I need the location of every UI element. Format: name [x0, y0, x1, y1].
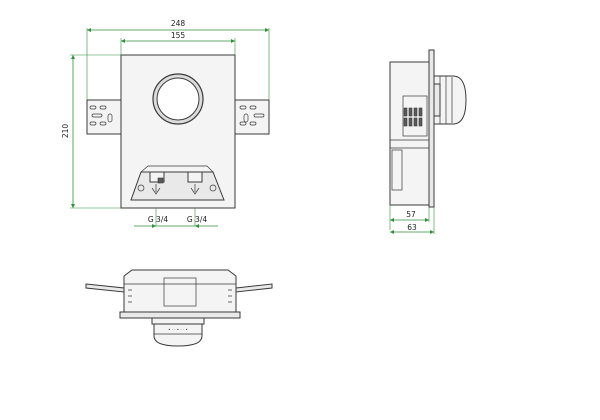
depth-inner-label: 57: [406, 210, 416, 219]
inner-width-label: 155: [171, 31, 186, 40]
top-view: • · · • · · •: [85, 269, 273, 347]
valve-block: [130, 165, 225, 201]
round-opening: [152, 73, 204, 125]
dimension-overall-width: 248: [86, 19, 270, 100]
depth-outer-label: 63: [407, 223, 417, 232]
dimension-depth-inner: 57: [389, 205, 430, 230]
height-label: 210: [61, 124, 70, 139]
top-left-bracket: [85, 283, 125, 293]
right-mounting-bracket: [234, 99, 270, 135]
dimension-threads: G 3/4 G 3/4: [134, 208, 218, 228]
dimension-height: 210: [61, 54, 121, 209]
side-housing: [389, 61, 430, 206]
top-right-bracket: [235, 283, 273, 293]
top-flange: [119, 311, 241, 319]
side-knob: [433, 75, 467, 125]
dimension-inner-width: 155: [120, 31, 236, 55]
side-view: 57 63: [389, 49, 467, 234]
svg-text:• · · • · · •: • · · • · · •: [168, 327, 188, 332]
thread-left-label: G 3/4: [148, 215, 168, 224]
overall-width-label: 248: [171, 19, 186, 28]
side-flange: [428, 49, 435, 208]
top-knob: • · · • · · •: [151, 317, 205, 347]
front-view: 248 155 210 G 3/4 G 3/4: [61, 19, 270, 228]
side-ribs: [403, 107, 423, 127]
left-mounting-bracket: [86, 99, 122, 135]
thread-right-label: G 3/4: [187, 215, 207, 224]
dimension-depth-outer: 63: [390, 207, 435, 234]
